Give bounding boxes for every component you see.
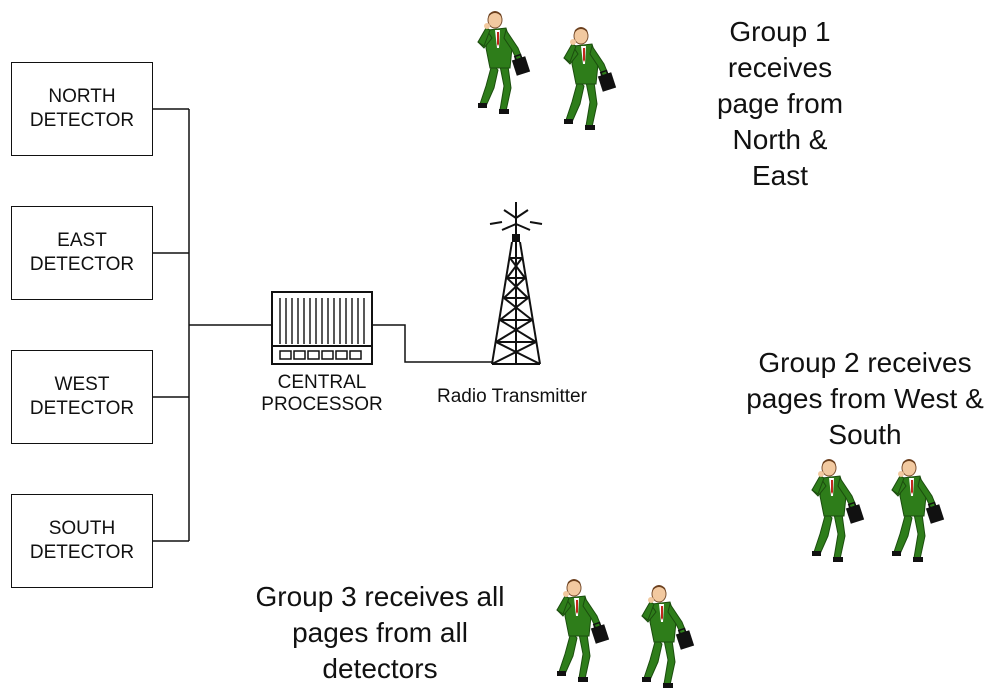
east-detector: EAST DETECTOR — [11, 206, 153, 300]
processor-to-transmitter-wire — [371, 324, 492, 363]
radio-transmitter-label: Radio Transmitter — [437, 386, 587, 407]
radio-tower-icon — [489, 202, 543, 365]
group-2-line: South — [828, 419, 902, 450]
central-processor-label: CENTRAL PROCESSOR — [250, 372, 394, 416]
south-detector-line1: SOUTH — [48, 518, 116, 539]
south-detector-line2: DETECTOR — [29, 542, 135, 563]
central-processor-label-line1: CENTRAL — [277, 372, 367, 393]
west-detector-line2: DETECTOR — [29, 398, 135, 419]
group-1-businessman-icon — [466, 8, 536, 118]
east-detector-line2: DETECTOR — [29, 254, 135, 275]
group-3-businessman-icon — [545, 576, 615, 686]
group-3-line: Group 3 receives all — [255, 581, 505, 612]
central-processor-icon — [271, 291, 373, 365]
north-detector: NORTH DETECTOR — [11, 62, 153, 156]
west-detector-line1: WEST — [54, 374, 110, 395]
east-detector-line1: EAST — [57, 230, 107, 251]
group-1-line: North & — [732, 124, 828, 155]
group-2-businessman-icon — [800, 456, 870, 566]
group-3-text: Group 3 receives all pages from all dete… — [220, 579, 540, 687]
north-detector-line2: DETECTOR — [29, 110, 135, 131]
west-detector: WEST DETECTOR — [11, 350, 153, 444]
group-2-businessman-icon — [880, 456, 950, 566]
south-detector: SOUTH DETECTOR — [11, 494, 153, 588]
group-1-line: East — [751, 160, 809, 191]
central-processor-label-line2: PROCESSOR — [261, 394, 383, 415]
group-3-businessman-icon — [630, 582, 700, 692]
group-1-businessman-icon — [552, 24, 622, 134]
group-1-line: receives — [727, 52, 833, 83]
group-1-line: Group 1 — [729, 16, 831, 47]
group-1-text: Group 1 receives page from North & East — [690, 14, 870, 194]
group-2-text: Group 2 receives pages from West & South — [727, 345, 1003, 453]
group-2-line: Group 2 receives — [758, 347, 972, 378]
group-2-line: pages from West & — [746, 383, 984, 414]
group-3-line: pages from all — [292, 617, 468, 648]
group-1-line: page from — [716, 88, 844, 119]
group-3-line: detectors — [322, 653, 438, 684]
north-detector-line1: NORTH — [48, 86, 116, 107]
